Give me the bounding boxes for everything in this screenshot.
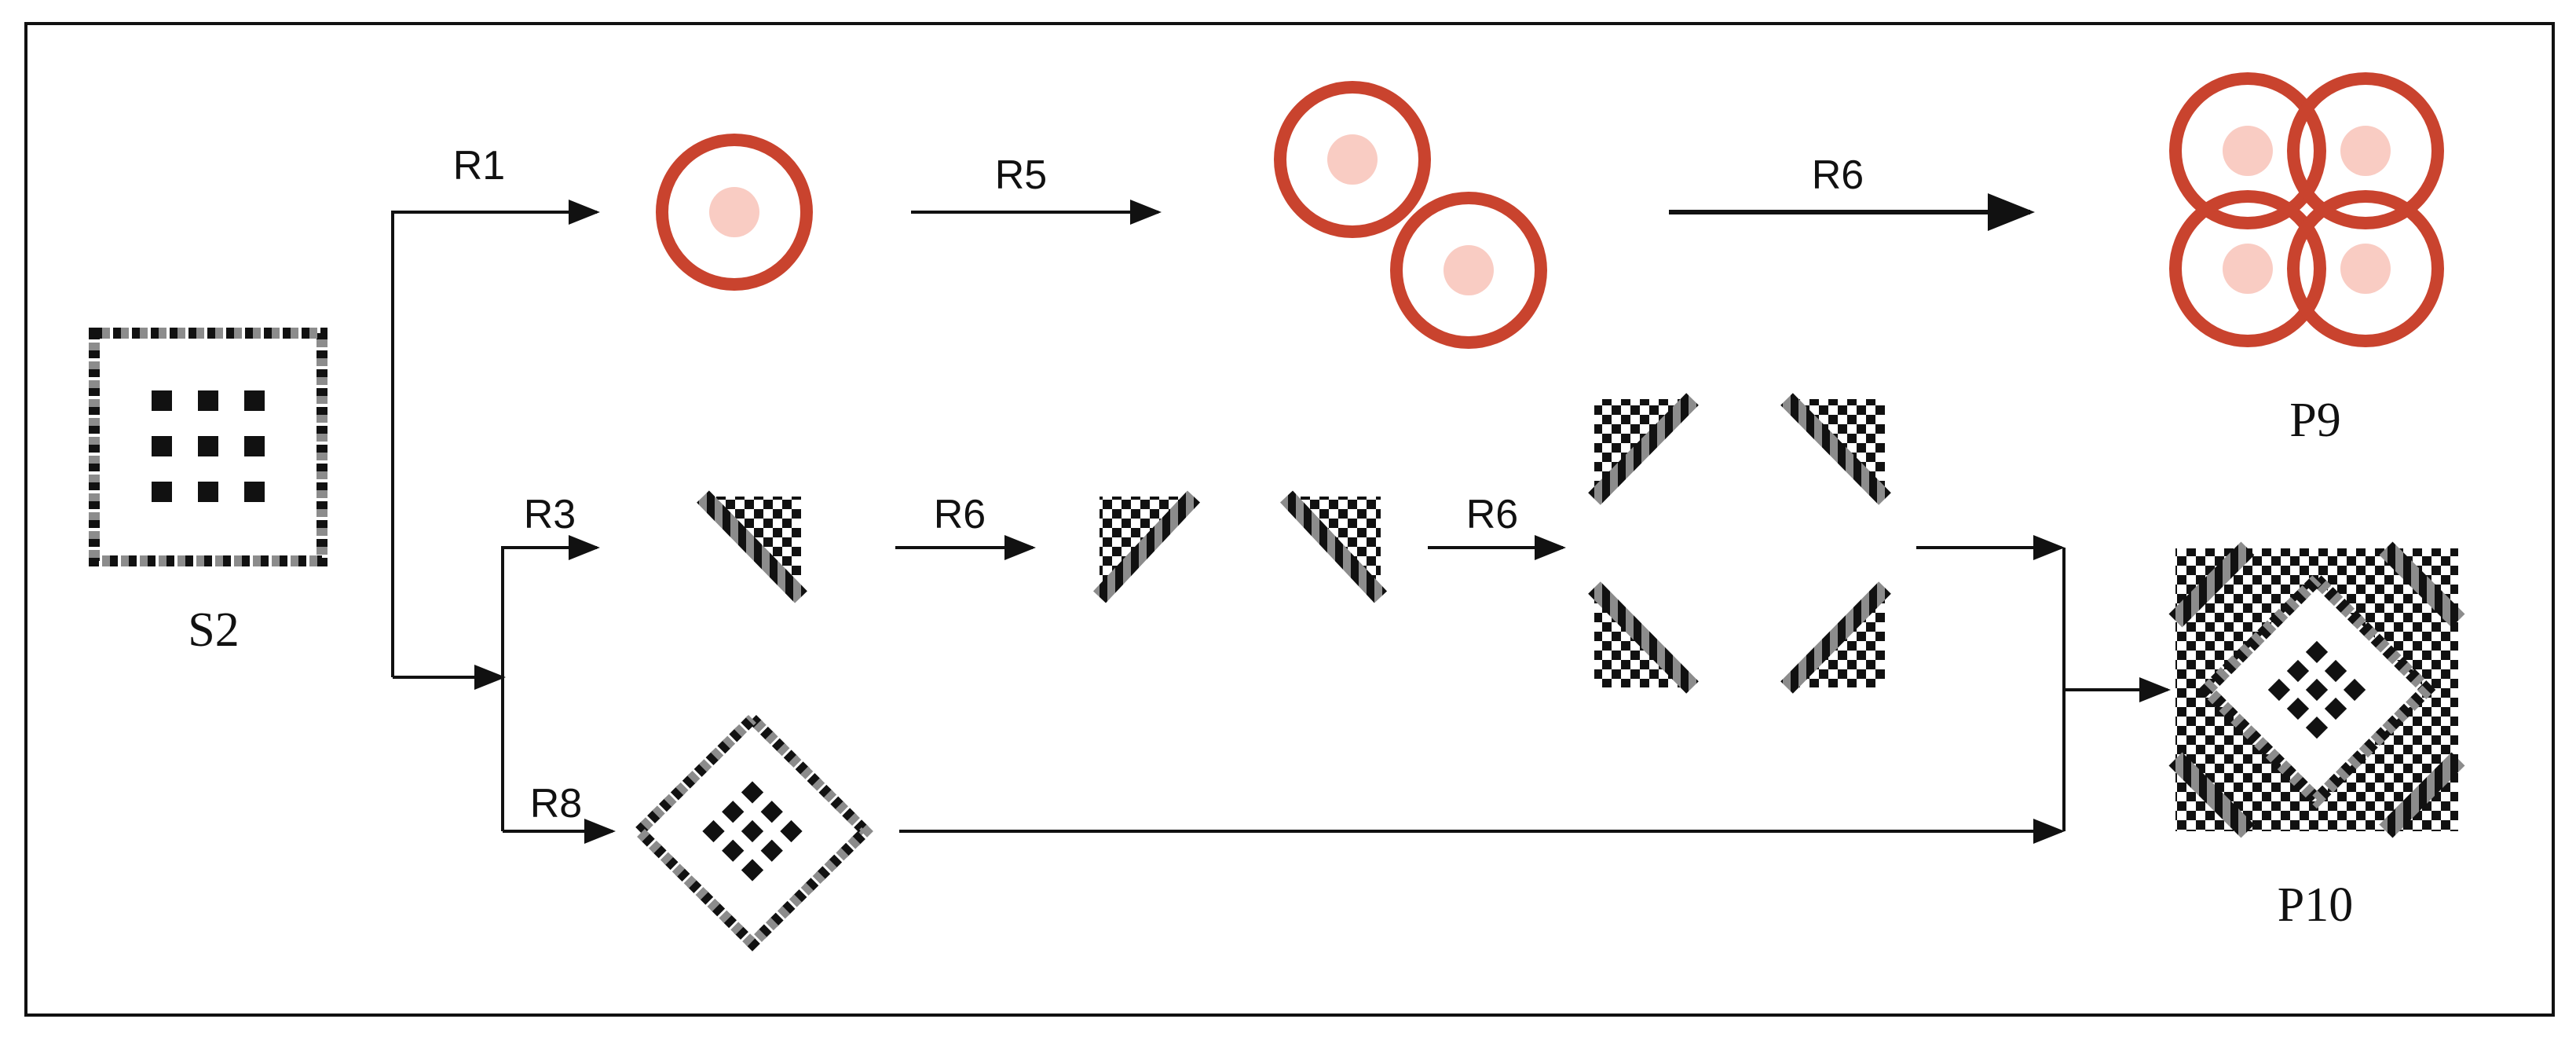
double-ring [1274,81,1547,349]
p9-node: P9 [2169,72,2444,447]
triangle-fragment-3 [1279,490,1388,603]
edge-label-r6-mid-a: R6 [934,492,986,537]
p9-label: P9 [2289,394,2340,447]
outer-frame [24,22,2555,1017]
diamond-node [631,711,873,951]
edge-label-r5: R5 [995,152,1047,198]
s2-label: S2 [188,603,239,657]
p9-dots [2223,126,2391,294]
merge-lines [899,535,2171,844]
s2-frame [89,328,327,566]
branch-lines [391,200,616,844]
p10-label: P10 [2278,878,2353,932]
edge-label-r8: R8 [530,781,582,827]
corner-fragments [1588,393,1891,694]
single-ring [656,134,813,291]
triangle-fragment-1 [697,490,807,603]
edge-label-r1: R1 [453,143,505,189]
triangle-fragment-2 [1092,490,1201,603]
p10-node: P10 [2168,541,2465,932]
edge-label-r6-top: R6 [1812,152,1864,198]
s2-node: S2 [89,328,327,657]
p9-rings [2169,72,2444,347]
s2-dot-grid [152,390,265,502]
edge-label-r6-mid-b: R6 [1466,492,1518,537]
edge-label-r3: R3 [524,492,576,537]
